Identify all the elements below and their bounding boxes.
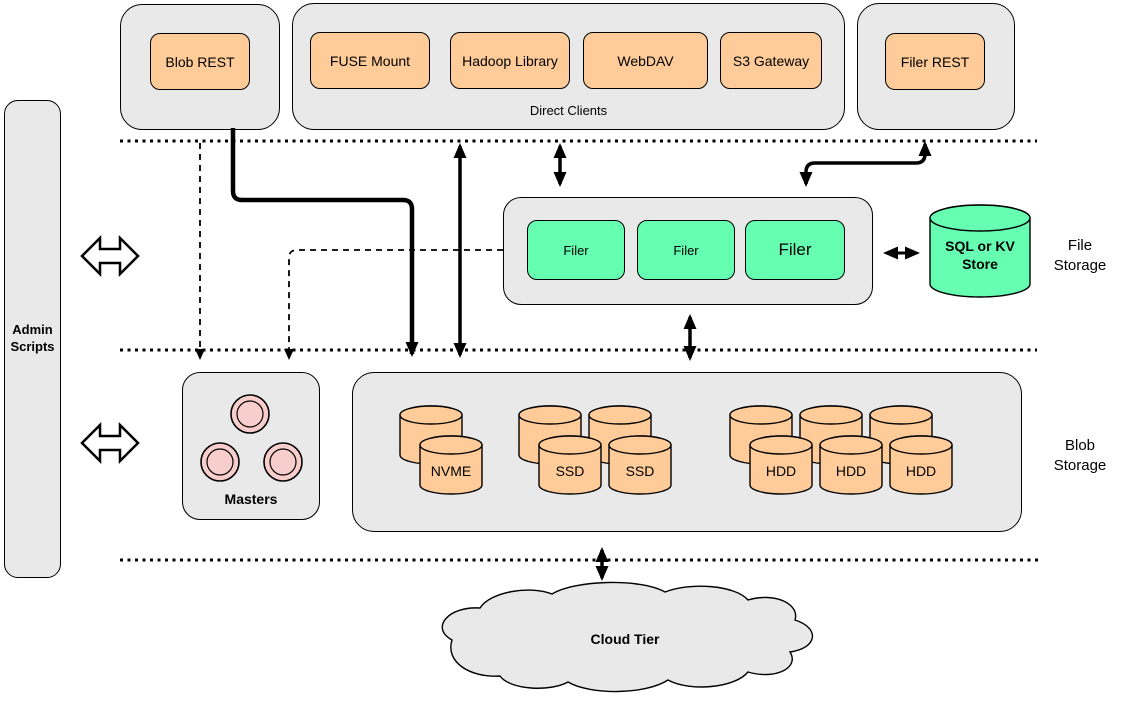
hdd-label-2: HDD <box>835 463 867 479</box>
s3-gateway-label: S3 Gateway <box>732 52 810 69</box>
filer-box-1: Filer <box>527 220 625 280</box>
dashed-arrow-filer-masters <box>284 249 503 360</box>
fuse-mount-box: FUSE Mount <box>310 32 430 89</box>
filer-label-1: Filer <box>563 242 589 258</box>
blob-storage-group <box>352 372 1022 532</box>
webdav-label: WebDAV <box>617 52 674 69</box>
cloud-tier-label: Cloud Tier <box>590 631 660 647</box>
admin-scripts-label: Admin Scripts <box>10 322 55 354</box>
sql-kv-store-label: SQL or KV Store <box>945 238 1015 272</box>
hadoop-library-box: Hadoop Library <box>450 32 570 89</box>
blob-rest-label: Blob REST <box>165 53 235 70</box>
hadoop-library-label: Hadoop Library <box>462 52 558 69</box>
admin-scripts-box: Admin Scripts <box>4 100 61 578</box>
arrow-blobrest-to-blobstorage <box>230 128 419 357</box>
filer-label-2: Filer <box>673 242 699 258</box>
filer-box-3: Filer <box>745 220 845 280</box>
filer-rest-box: Filer REST <box>885 33 985 90</box>
admin-bloblayer-double-arrow <box>80 421 140 465</box>
admin-filelayer-double-arrow <box>80 234 140 278</box>
ssd-label-2: SSD <box>625 463 655 479</box>
direct-clients-label: Direct Clients <box>529 103 608 118</box>
s3-gateway-box: S3 Gateway <box>720 32 822 89</box>
hdd-label-1: HDD <box>765 463 797 479</box>
filer-label-3: Filer <box>778 240 812 259</box>
webdav-box: WebDAV <box>583 32 708 89</box>
blob-rest-box: Blob REST <box>150 33 250 90</box>
filer-box-2: Filer <box>637 220 735 280</box>
fuse-mount-label: FUSE Mount <box>329 52 411 69</box>
file-storage-layer-label: File Storage <box>1053 237 1107 274</box>
filer-rest-label: Filer REST <box>900 53 970 70</box>
ssd-label-1: SSD <box>555 463 585 479</box>
hdd-label-3: HDD <box>905 463 937 479</box>
nvme-label: NVME <box>430 463 472 479</box>
arrow-filerrest-filer <box>799 141 932 187</box>
blob-storage-layer-label: Blob Storage <box>1053 437 1107 474</box>
masters-label: Masters <box>224 491 278 507</box>
